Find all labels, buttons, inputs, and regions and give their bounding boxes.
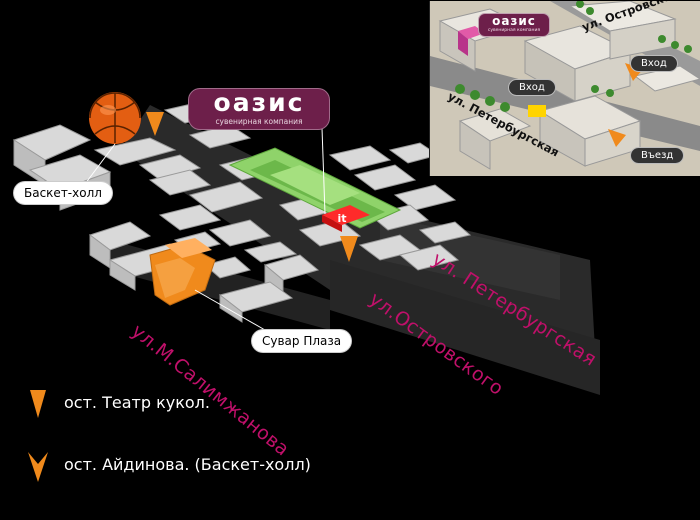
basket-hall-building[interactable]: [89, 92, 141, 144]
label-suvar-plaza[interactable]: Сувар Плаза: [252, 330, 352, 352]
suvar-plaza-building[interactable]: [149, 238, 216, 306]
legend-arrow-icon: [28, 452, 48, 482]
label-basket-hall[interactable]: Баскет-холл: [14, 182, 112, 204]
legend-item-aidinova: ост. Айдинова. (Баскет-холл): [28, 455, 311, 474]
inset-brand-name: оазис: [492, 14, 536, 28]
inset-map[interactable]: оазис сувенирная компания ул. Островског…: [429, 1, 700, 176]
brand-tagline: сувенирная компания: [215, 117, 303, 126]
inset-map-drawing: [430, 1, 700, 176]
stop-marker-puppet-theatre[interactable]: [340, 236, 358, 262]
legend-text-puppet-theatre: ост. Театр кукол.: [64, 393, 210, 412]
legend-triangle-icon: [30, 390, 46, 418]
legend-item-puppet-theatre: ост. Театр кукол.: [28, 393, 210, 412]
store-marker-label: it: [337, 212, 346, 225]
inset-brand-banner: оазис сувенирная компания: [478, 13, 550, 37]
brand-banner[interactable]: оазис сувенирная компания: [188, 88, 330, 130]
stop-marker-aidinova[interactable]: [146, 112, 164, 136]
inset-drive-in[interactable]: Въезд: [630, 147, 685, 164]
brand-name: оазис: [213, 88, 305, 117]
inset-entrance-2[interactable]: Вход: [630, 55, 678, 72]
store-marker[interactable]: it: [322, 205, 370, 232]
inset-brand-tagline: сувенирная компания: [487, 28, 541, 33]
inset-entrance-1[interactable]: Вход: [508, 79, 556, 96]
legend-text-aidinova: ост. Айдинова. (Баскет-холл): [64, 455, 311, 474]
